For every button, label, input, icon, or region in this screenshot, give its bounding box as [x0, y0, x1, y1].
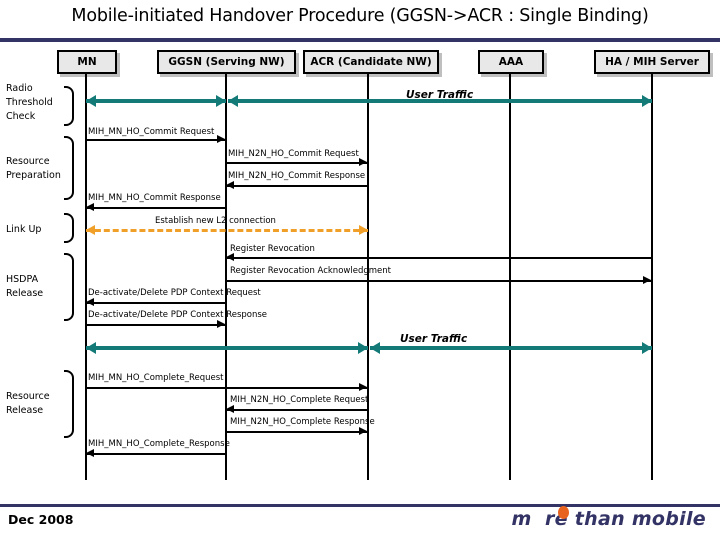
message-label-mih-n2n-ho-complete-request: MIH_N2N_HO_Complete Request — [230, 395, 369, 405]
message-label-mih-mn-ho-commit-request: MIH_MN_HO_Commit Request — [88, 127, 215, 137]
logo-text-suffix: re than mobile — [544, 508, 706, 530]
message-label-deactivate-pdp-request: De-activate/Delete PDP Context Request — [88, 288, 261, 298]
lifeline-acr — [367, 74, 369, 480]
user-traffic-top-head-r-0 — [216, 95, 226, 107]
user-traffic-top-head-l-0 — [86, 95, 96, 107]
message-label-deactivate-pdp-response: De-activate/Delete PDP Context Response — [88, 310, 268, 320]
message-arrowhead-mih-n2n-ho-commit-response-l — [226, 181, 234, 189]
message-arrowhead-register-revocation-ack-r — [643, 276, 651, 284]
message-arrowhead-mih-n2n-ho-commit-request-r — [359, 158, 367, 166]
actor-box-ggsn[interactable]: GGSN (Serving NW) — [157, 50, 296, 74]
message-line-deactivate-pdp-response — [86, 324, 226, 326]
message-line-register-revocation-ack — [226, 280, 652, 282]
actor-box-ha[interactable]: HA / MIH Server — [594, 50, 710, 74]
user-traffic-bottom-head-r-0 — [358, 342, 368, 354]
lifeline-ggsn — [225, 74, 227, 480]
message-line-mih-mn-ho-commit-request — [86, 139, 226, 141]
actor-box-aaa[interactable]: AAA — [478, 50, 544, 74]
title-divider — [0, 38, 720, 42]
message-label-mih-n2n-ho-commit-response: MIH_N2N_HO_Commit Response — [228, 171, 366, 181]
user-traffic-top-line-1 — [228, 99, 652, 103]
message-line-mih-mn-ho-complete-response — [86, 453, 226, 455]
message-arrowhead-mih-n2n-ho-complete-response-r — [359, 427, 367, 435]
user-traffic-bottom-line-0 — [86, 346, 368, 350]
message-line-mih-n2n-ho-commit-response — [226, 185, 368, 187]
message-line-deactivate-pdp-request — [86, 302, 226, 304]
phase-brace-resource-release — [64, 370, 74, 438]
actor-box-mn[interactable]: MN — [57, 50, 117, 74]
brand-logo: more than mobile — [512, 508, 706, 530]
page-title: Mobile-initiated Handover Procedure (GGS… — [71, 6, 649, 26]
lifeline-aaa — [509, 74, 511, 480]
message-arrowhead-establish-new-l2-l — [86, 225, 95, 235]
message-label-register-revocation: Register Revocation — [230, 244, 315, 254]
message-label-register-revocation-ack: Register Revocation Acknowledgment — [230, 266, 391, 276]
user-traffic-bottom-head-l-0 — [86, 342, 96, 354]
user-traffic-top-head-l-1 — [228, 95, 238, 107]
message-line-mih-mn-ho-commit-response — [86, 207, 226, 209]
message-arrowhead-mih-mn-ho-complete-request-r — [359, 383, 367, 391]
lifeline-mn — [85, 74, 87, 480]
phase-brace-radio-threshold-check — [64, 86, 74, 126]
message-label-establish-new-l2: Establish new L2 connection — [155, 216, 276, 226]
message-line-mih-n2n-ho-complete-response — [226, 431, 368, 433]
logo-text-prefix: m — [511, 508, 532, 530]
message-arrowhead-deactivate-pdp-response-r — [217, 320, 225, 328]
message-arrowhead-establish-new-l2-r — [359, 225, 368, 235]
user-traffic-bottom-line-1 — [370, 346, 652, 350]
message-line-register-revocation — [226, 257, 652, 259]
user-traffic-bottom-head-l-1 — [370, 342, 380, 354]
message-arrowhead-mih-mn-ho-commit-request-r — [217, 135, 225, 143]
user-traffic-top-label: User Traffic — [406, 89, 474, 101]
user-traffic-top-head-r-1 — [642, 95, 652, 107]
message-label-mih-n2n-ho-commit-request: MIH_N2N_HO_Commit Request — [228, 149, 359, 159]
user-traffic-bottom-head-r-1 — [642, 342, 652, 354]
message-line-mih-n2n-ho-complete-request — [226, 409, 368, 411]
footer-date: Dec 2008 — [8, 512, 74, 527]
user-traffic-top-line-0 — [86, 99, 226, 103]
message-label-mih-mn-ho-commit-response: MIH_MN_HO_Commit Response — [88, 193, 221, 203]
message-arrowhead-deactivate-pdp-request-l — [86, 298, 94, 306]
phase-brace-resource-preparation — [64, 136, 74, 200]
phase-brace-link-up — [64, 213, 74, 243]
footer-divider — [0, 504, 720, 507]
phase-brace-hsdpa-release — [64, 253, 74, 321]
message-arrowhead-mih-mn-ho-complete-response-l — [86, 449, 94, 457]
message-line-mih-n2n-ho-commit-request — [226, 162, 368, 164]
message-arrowhead-mih-mn-ho-commit-response-l — [86, 203, 94, 211]
lifeline-ha — [651, 74, 653, 480]
message-arrowhead-register-revocation-l — [226, 253, 234, 261]
message-line-establish-new-l2 — [86, 229, 368, 232]
message-label-mih-mn-ho-complete-request: MIH_MN_HO_Complete_Request — [88, 373, 224, 383]
message-arrowhead-mih-n2n-ho-complete-request-l — [226, 405, 234, 413]
message-label-mih-mn-ho-complete-response: MIH_MN_HO_Complete_Response — [88, 439, 230, 449]
user-traffic-bottom-label: User Traffic — [400, 333, 468, 345]
actor-box-acr[interactable]: ACR (Candidate NW) — [303, 50, 439, 74]
message-line-mih-mn-ho-complete-request — [86, 387, 368, 389]
logo-dot-icon — [558, 506, 569, 519]
message-label-mih-n2n-ho-complete-response: MIH_N2N_HO_Complete Response — [230, 417, 375, 427]
phase-label-link-up: Link Up — [6, 224, 42, 235]
